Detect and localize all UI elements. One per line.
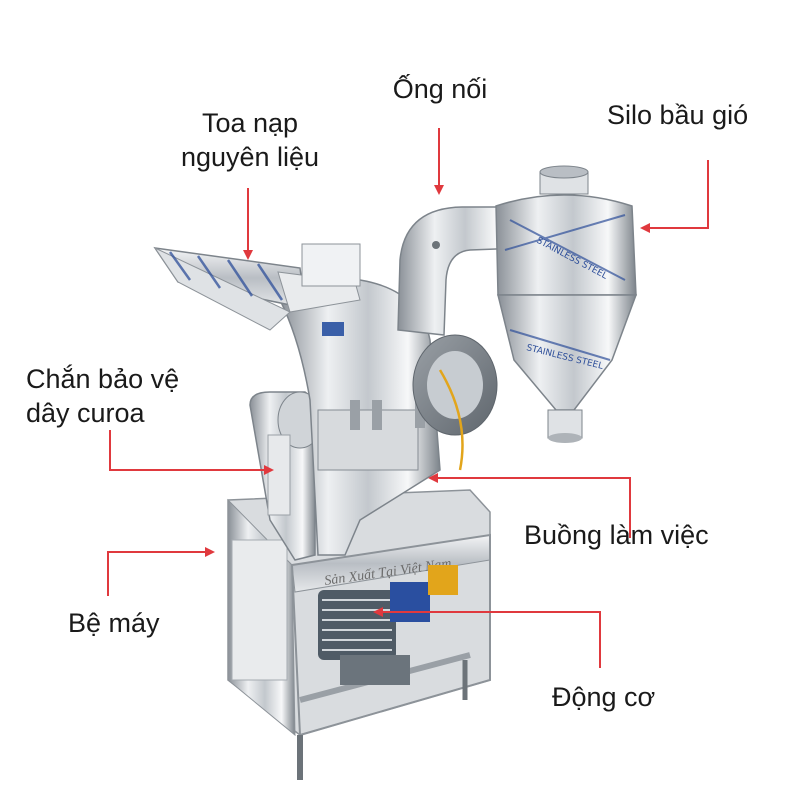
label-belt-guard-line2: dây curoa <box>26 398 145 428</box>
label-chamber: Buồng làm việc <box>524 518 709 552</box>
label-motor: Động cơ <box>552 680 655 714</box>
label-hopper-line2: nguyên liệu <box>180 142 320 172</box>
label-hopper: Toa nạp nguyên liệu <box>160 106 340 174</box>
label-motor-text: Động cơ <box>552 682 656 712</box>
cyclone-silo: STAINLESS STEEL STAINLESS STEEL <box>495 165 638 443</box>
label-belt-guard: Chắn bảo vệ dây curoa <box>26 362 179 430</box>
label-base: Bệ máy <box>68 606 160 640</box>
connecting-duct <box>397 206 521 336</box>
working-chamber <box>278 279 498 556</box>
label-hopper-line1: Toa nạp <box>201 108 299 138</box>
label-silo: Silo bầu gió <box>607 98 748 132</box>
label-base-text: Bệ máy <box>68 608 160 638</box>
label-chamber-text: Buồng làm việc <box>524 520 709 550</box>
label-duct-text: Ống nối <box>392 74 488 104</box>
label-duct: Ống nối <box>380 72 500 106</box>
label-silo-text: Silo bầu gió <box>607 100 749 130</box>
label-belt-guard-line1: Chắn bảo vệ <box>26 364 180 394</box>
feed-hopper <box>153 243 361 331</box>
